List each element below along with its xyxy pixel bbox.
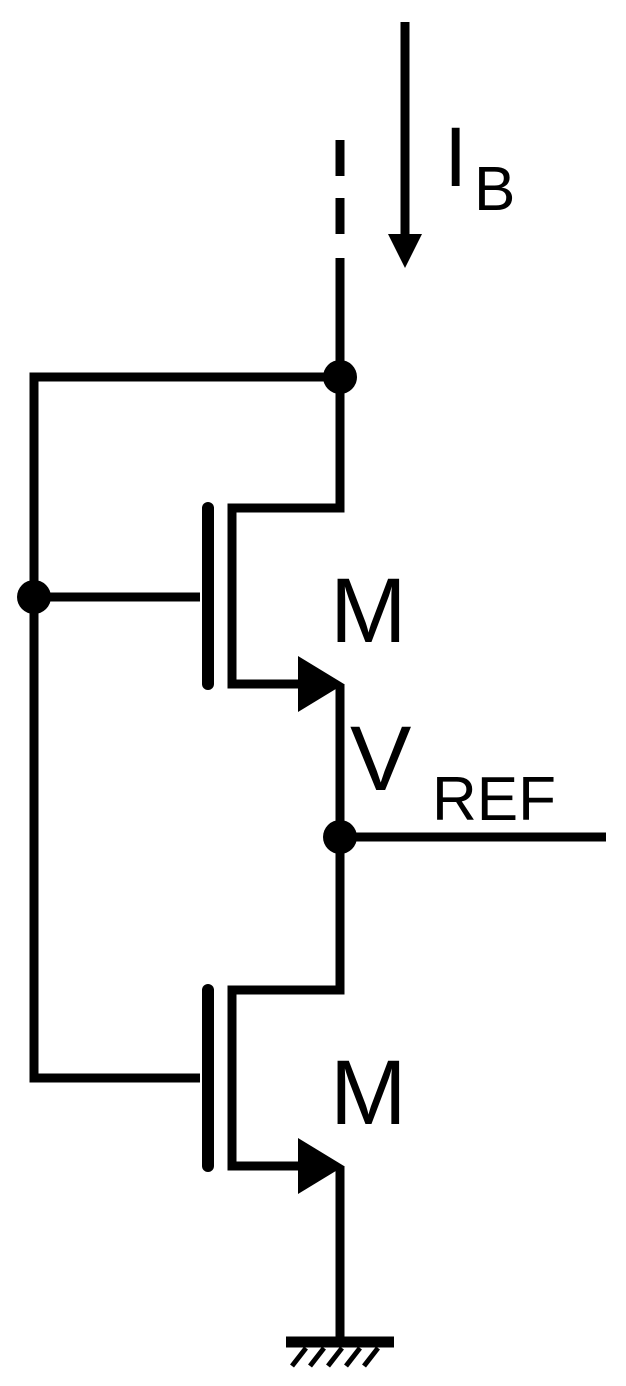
- vref-label-sub: REF: [432, 765, 556, 834]
- transistor-top-label: M: [330, 560, 407, 662]
- transistor-top: [202, 377, 345, 712]
- transistor-bottom: [202, 837, 345, 1194]
- feedback-wire: [29, 372, 340, 1083]
- transistor-bottom-label: M: [330, 1042, 407, 1144]
- current-label-main: I: [444, 110, 467, 204]
- bias-current-arrow: [388, 22, 422, 268]
- transistor-bottom-channel: [227, 837, 345, 1171]
- current-label-sub: B: [474, 155, 515, 224]
- transistor-top-source-arrow: [298, 656, 344, 712]
- transistor-top-channel: [227, 377, 345, 689]
- vref-label-main: V: [350, 708, 411, 810]
- ground-symbol: [286, 1166, 394, 1368]
- transistor-bottom-source-arrow: [298, 1138, 344, 1194]
